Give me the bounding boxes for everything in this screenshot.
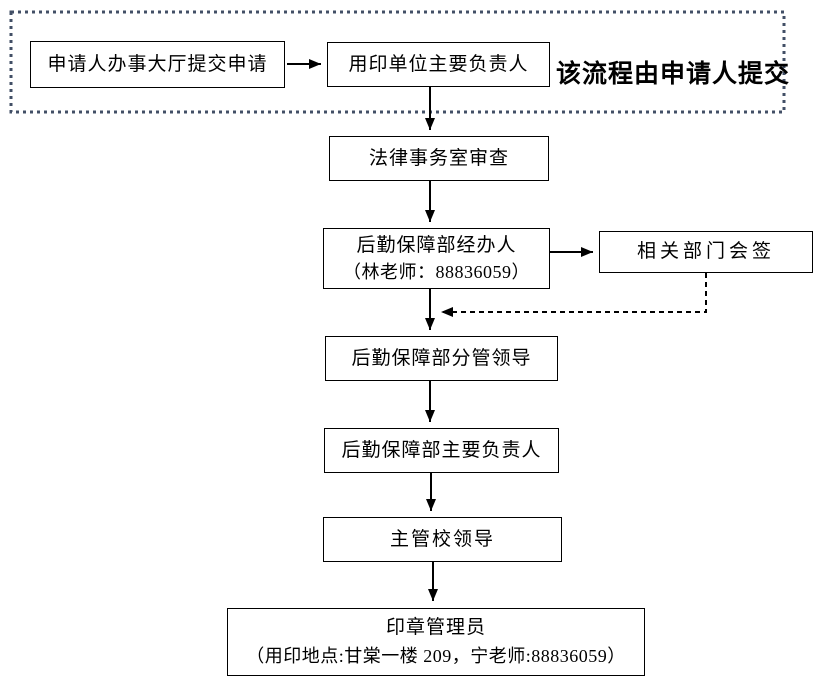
node-sublabel: （林老师：88836059）: [343, 261, 530, 282]
node-sublabel: （用印地点:甘棠一楼 209，宁老师:88836059）: [246, 646, 626, 666]
node-unit-head: 用印单位主要负责人: [327, 42, 550, 87]
node-label: 后勤保障部主要负责人: [341, 439, 542, 461]
dashed-arrow-countersign-return: [441, 273, 707, 317]
node-label: 印章管理员: [385, 617, 486, 638]
node-label: 后勤保障部经办人: [356, 234, 517, 256]
applicant-section-dotted-border: [9, 10, 786, 114]
node-label: 主管校领导: [389, 528, 495, 550]
node-logistics-handler: 后勤保障部经办人 （林老师：88836059）: [323, 228, 550, 289]
node-seal-admin: 印章管理员 （用印地点:甘棠一楼 209，宁老师:88836059）: [227, 608, 645, 676]
node-countersign: 相关部门会签: [599, 231, 813, 273]
node-applicant-submit: 申请人办事大厅提交申请: [30, 41, 285, 88]
node-legal-review: 法律事务室审查: [329, 136, 549, 181]
node-label: 相关部门会签: [636, 241, 775, 262]
node-school-leader: 主管校领导: [323, 517, 562, 562]
node-label: 用印单位主要负责人: [348, 53, 529, 75]
node-label: 申请人办事大厅提交申请: [47, 53, 268, 75]
node-logistics-head: 后勤保障部主要负责人: [324, 428, 559, 473]
applicant-section-note: 该流程由申请人提交: [556, 61, 791, 88]
node-label: 后勤保障部分管领导: [351, 347, 532, 369]
node-label: 法律事务室审查: [368, 147, 509, 169]
node-logistics-deputy: 后勤保障部分管领导: [325, 336, 558, 381]
